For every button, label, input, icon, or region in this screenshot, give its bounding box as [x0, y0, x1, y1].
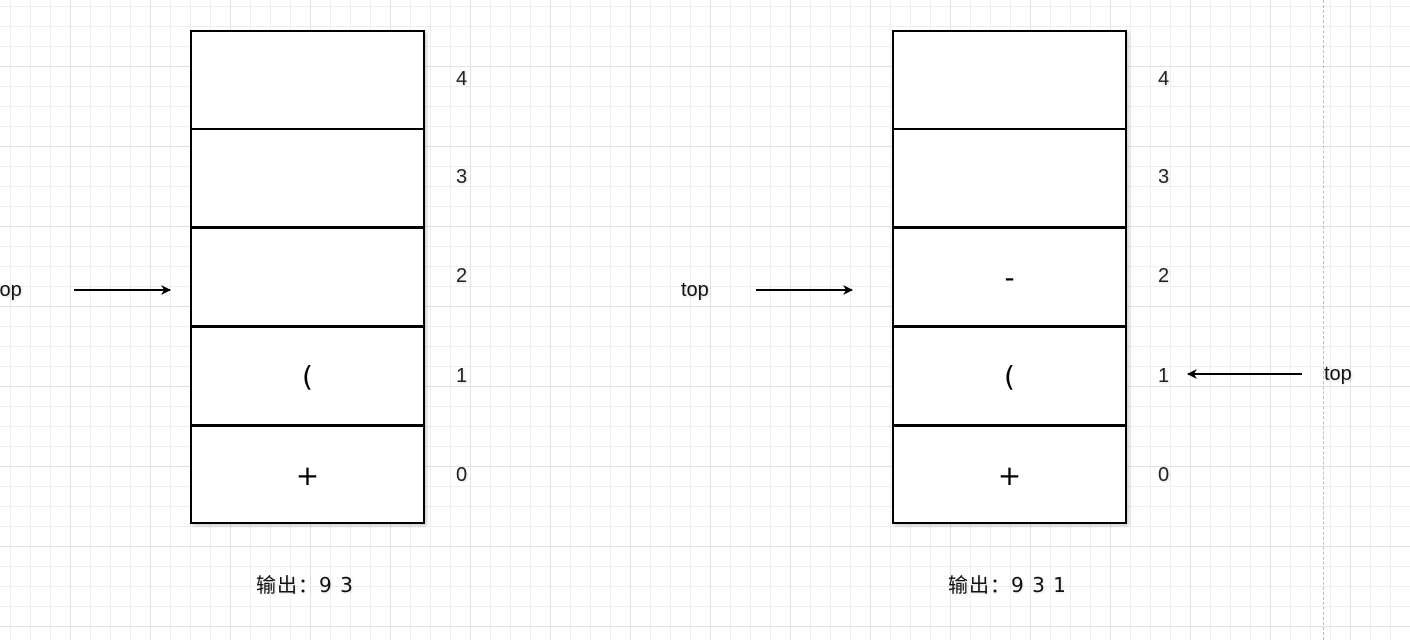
stack-right-output: 输出：9 3 1	[948, 573, 1067, 597]
stack-left-cell-1: (	[302, 359, 313, 393]
stack-right-cell-0: +	[997, 458, 1022, 492]
stack-right-index-0: 0	[1158, 464, 1170, 486]
stack-right-cell-2: -	[1004, 260, 1015, 294]
stack-right-divider	[894, 325, 1125, 328]
stack-right-cell-1: (	[1004, 359, 1015, 393]
stack-left-top-label: top	[0, 279, 22, 301]
stack-right-top-label-after: top	[1324, 363, 1352, 385]
stack-left-divider	[192, 325, 423, 328]
stack-right: - ( +	[892, 30, 1127, 524]
stack-left-divider	[192, 128, 423, 130]
stack-right-divider	[894, 226, 1125, 229]
stack-right-divider	[894, 128, 1125, 130]
stack-left-index-0: 0	[456, 464, 468, 486]
stack-right-index-3: 3	[1158, 166, 1170, 188]
stack-left-cell-0: +	[295, 458, 320, 492]
stack-left-divider	[192, 424, 423, 427]
stack-left-divider	[192, 226, 423, 229]
stack-right-divider	[894, 424, 1125, 427]
stack-left: ( +	[190, 30, 425, 524]
stack-right-index-4: 4	[1158, 68, 1170, 90]
stack-right-index-1: 1	[1158, 365, 1170, 387]
stack-right-top-label-before: top	[681, 279, 709, 301]
stack-left-index-3: 3	[456, 166, 468, 188]
stack-right-index-2: 2	[1158, 265, 1170, 287]
stack-left-output: 输出：9 3	[256, 573, 354, 597]
stack-left-index-1: 1	[456, 365, 468, 387]
page-boundary-guide	[1323, 0, 1324, 640]
stack-left-index-2: 2	[456, 265, 468, 287]
stack-left-index-4: 4	[456, 68, 468, 90]
